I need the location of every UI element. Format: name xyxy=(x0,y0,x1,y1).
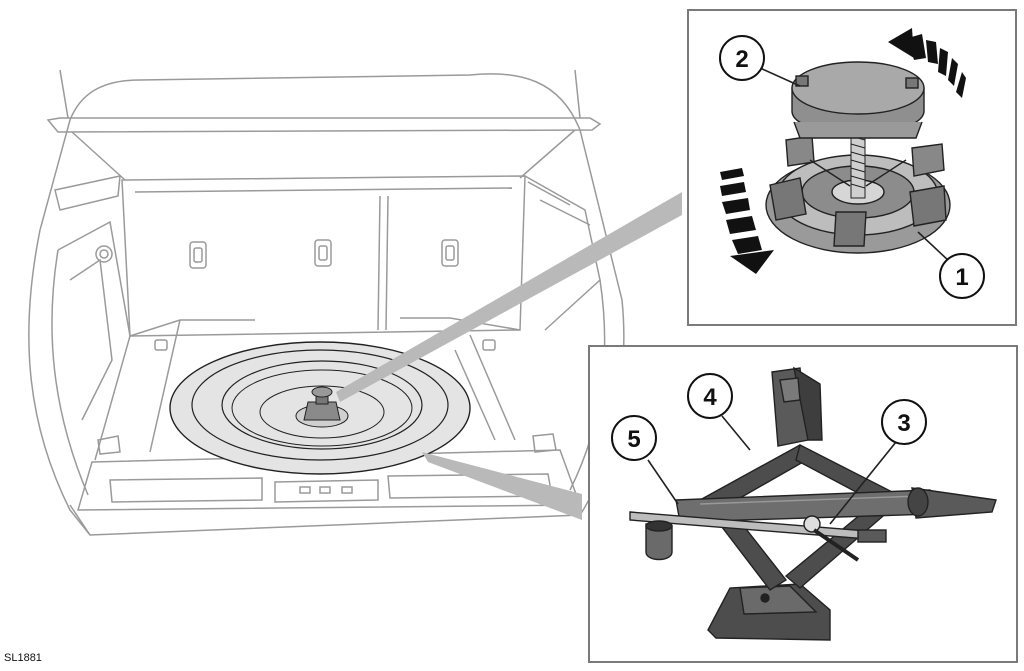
threaded-screw xyxy=(850,129,866,199)
retaining-knob-part xyxy=(791,61,925,139)
jack-screw-shaft xyxy=(675,487,997,523)
load-cover-rail xyxy=(46,117,602,133)
callout-2: 2 xyxy=(719,35,801,87)
callout-5: 5 xyxy=(611,415,679,505)
retaining-knob-small xyxy=(311,386,333,398)
rotate-arrow-top xyxy=(888,28,966,98)
callout-3-label: 3 xyxy=(897,410,910,437)
callout-2-label: 2 xyxy=(735,46,748,73)
leader-to-lower-panel xyxy=(422,452,582,520)
seat-latch-left xyxy=(189,241,207,269)
callout-1-label: 1 xyxy=(955,264,968,291)
figure-reference-code: SL1881 xyxy=(4,652,42,664)
callout-3: 3 xyxy=(829,399,927,525)
callout-4-label: 4 xyxy=(703,384,717,411)
jack-saddle xyxy=(771,366,823,447)
jack-detail-panel: 3 4 5 xyxy=(588,345,1018,663)
callout-4: 4 xyxy=(687,373,751,451)
jack-handle-hook xyxy=(803,515,860,562)
seat-latch-right xyxy=(441,239,459,267)
callout-5-label: 5 xyxy=(627,426,640,453)
rear-seat-back xyxy=(121,175,526,337)
side-trim-left xyxy=(57,220,131,461)
seat-latch-centre xyxy=(314,239,332,267)
leader-to-upper-panel xyxy=(336,192,682,402)
spare-wheel-in-floor-well xyxy=(169,341,471,475)
callout-1: 1 xyxy=(917,231,985,299)
clamp-detail-panel: 2 1 xyxy=(687,9,1017,326)
rotate-arrow-bottom xyxy=(720,168,774,274)
